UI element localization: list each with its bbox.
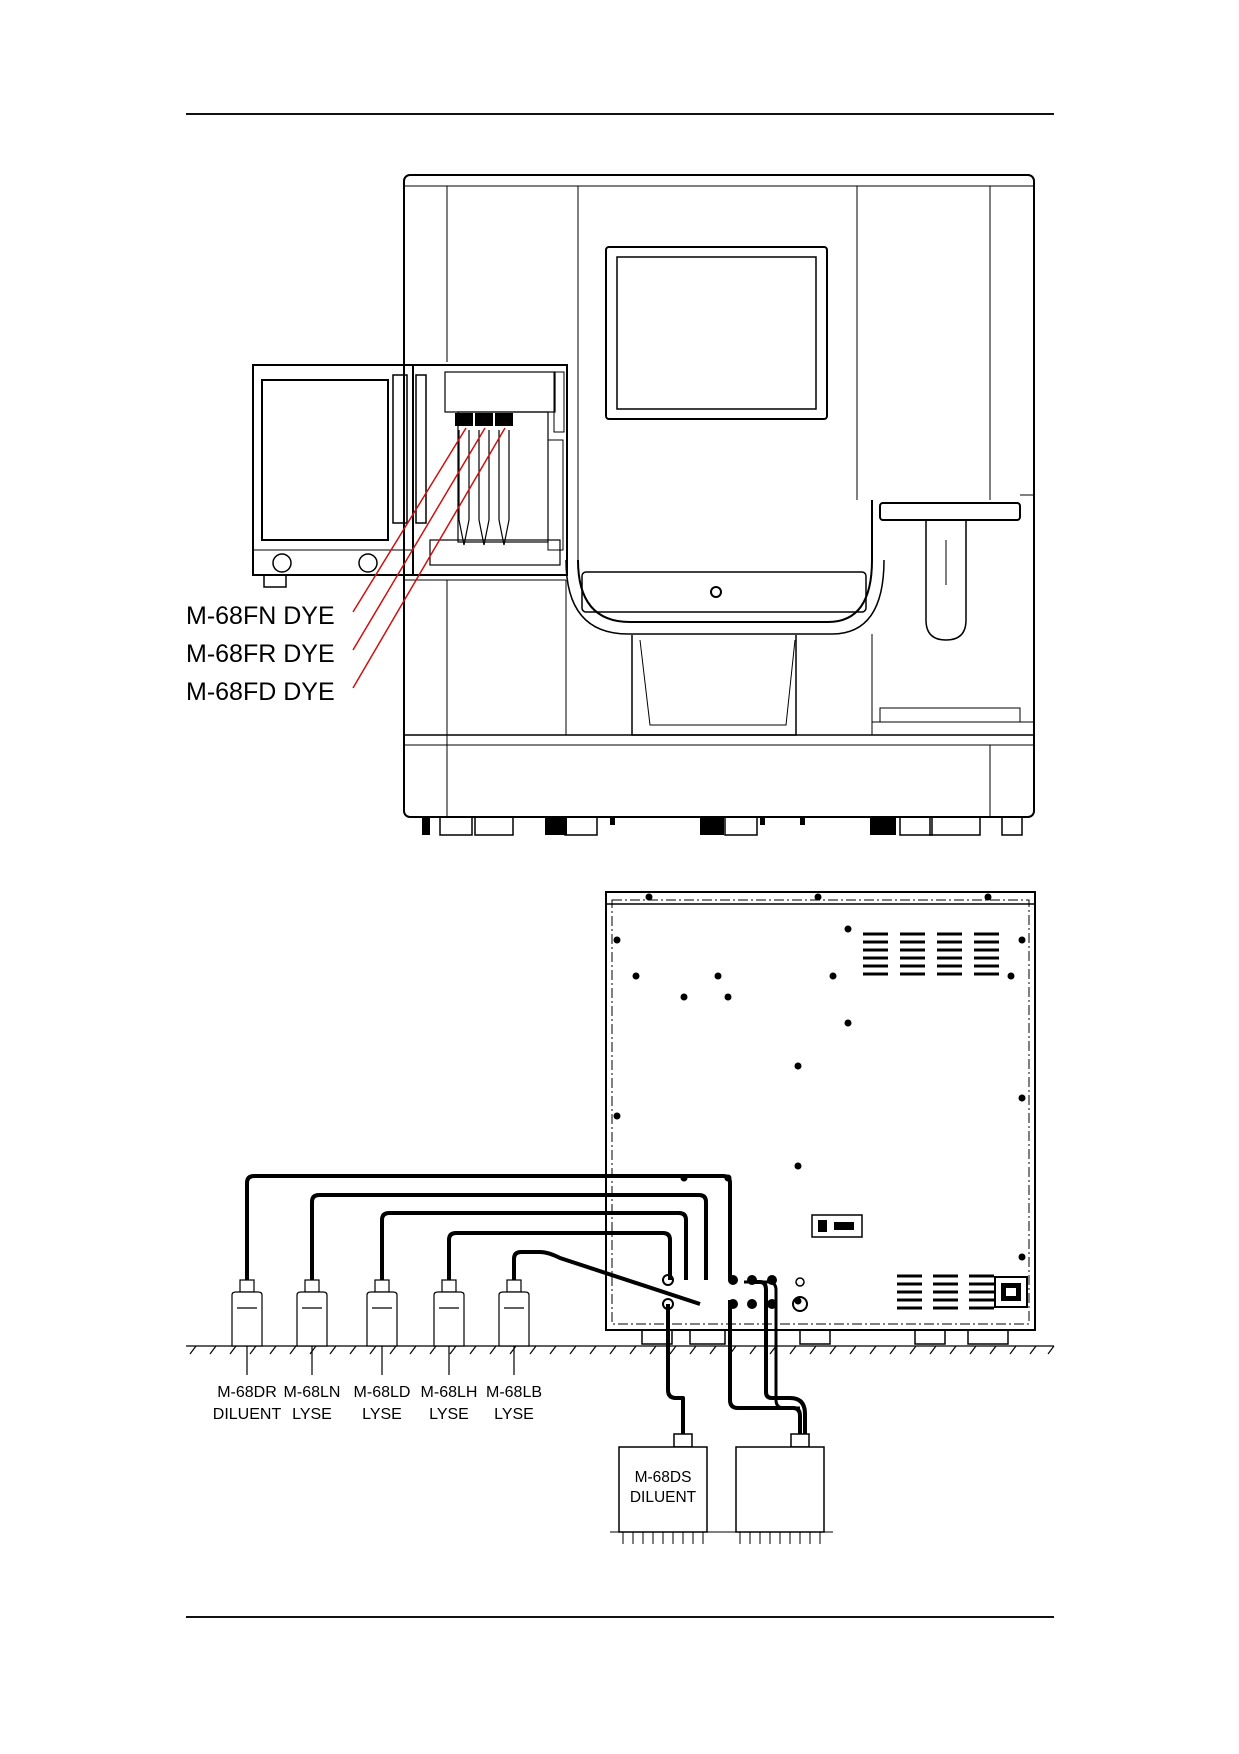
tube-waste-2 — [754, 1280, 807, 1434]
front-feet — [422, 816, 1023, 836]
bottle-ln — [296, 1279, 328, 1375]
large-containers — [610, 1433, 833, 1544]
bottle-code-ld: M-68LD — [354, 1384, 411, 1401]
rear-screws — [613, 893, 1026, 1305]
dye-label-fr: M-68FR DYE — [186, 640, 335, 668]
bottle-dr — [231, 1279, 263, 1375]
tube-lh — [447, 1231, 672, 1280]
bottle-code-lb: M-68LB — [486, 1384, 542, 1401]
power-button-icon — [710, 586, 722, 598]
dye-leader-lines — [352, 427, 506, 689]
container-type-ds: DILUENT — [630, 1489, 697, 1506]
dye-compartment — [412, 364, 568, 576]
tube-ln — [310, 1193, 708, 1280]
sample-holder — [879, 494, 1034, 641]
bottle-code-lh: M-68LH — [421, 1384, 478, 1401]
switch-port-panel — [811, 1214, 863, 1238]
floor-bottles — [231, 1279, 530, 1375]
dye-label-fd: M-68FD DYE — [186, 678, 335, 706]
reagent-tubes — [245, 1174, 807, 1434]
header-rule — [186, 113, 1054, 115]
bottle-lb — [498, 1279, 530, 1375]
container-waste — [735, 1433, 825, 1544]
footer-rule — [186, 1616, 1054, 1618]
dye-bottles — [455, 413, 513, 546]
container-diluent — [618, 1433, 708, 1544]
container-code-ds: M-68DS — [635, 1469, 692, 1486]
rear-feet — [641, 1329, 1009, 1345]
tube-waste-1 — [728, 1300, 802, 1434]
bottle-code-dr: M-68DR — [217, 1384, 277, 1401]
rear-vents-top — [863, 932, 999, 976]
bottle-type-lh: LYSE — [429, 1406, 469, 1423]
tube-ds — [666, 1304, 685, 1434]
bottle-ld — [366, 1279, 398, 1375]
touch-screen — [605, 246, 828, 420]
tube-dr — [245, 1174, 732, 1280]
bottle-type-dr: DILUENT — [213, 1406, 282, 1423]
analyzer-front-view — [252, 174, 1035, 836]
power-inlet — [994, 1276, 1028, 1308]
dye-label-fn: M-68FN DYE — [186, 602, 335, 630]
bottle-code-ln: M-68LN — [284, 1384, 341, 1401]
reagent-ports — [662, 1274, 808, 1312]
rear-vents-bottom — [897, 1274, 994, 1310]
bottle-lh — [433, 1279, 465, 1375]
bottle-type-lb: LYSE — [494, 1406, 534, 1423]
tube-ld — [380, 1211, 688, 1280]
open-door — [252, 364, 427, 588]
bottle-type-ld: LYSE — [362, 1406, 402, 1423]
bottle-type-ln: LYSE — [292, 1406, 332, 1423]
analyzer-rear-view — [605, 891, 1036, 1345]
tube-lb — [512, 1250, 701, 1306]
floor — [186, 1345, 1055, 1355]
bottle-labels: M-68DR DILUENT M-68LN LYSE M-68LD LYSE M… — [213, 1384, 542, 1423]
